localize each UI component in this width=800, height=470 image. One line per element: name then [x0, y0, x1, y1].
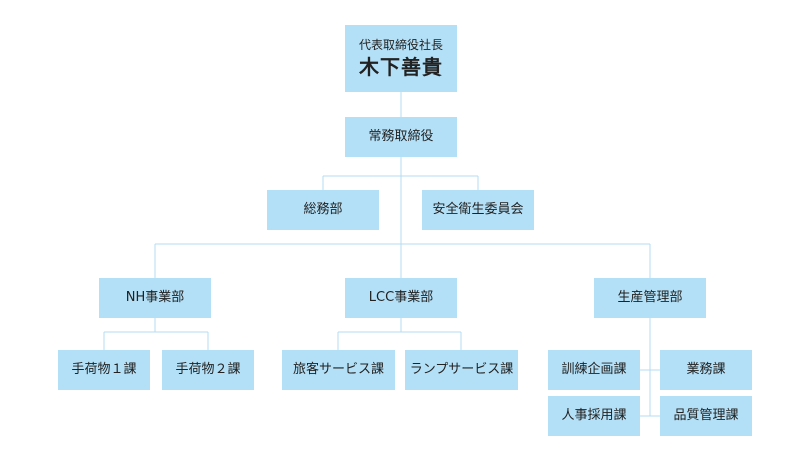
baggage-section-1-box: 手荷物１課 — [58, 350, 150, 390]
quality-control-box: 品質管理課 — [660, 396, 752, 436]
safety-committee-box: 安全衛生委員会 — [422, 190, 534, 230]
production-division-box: 生産管理部 — [594, 278, 706, 318]
business-section-box: 業務課 — [660, 350, 752, 390]
ceo-name: 木下善貴 — [359, 55, 443, 80]
training-planning-box: 訓練企画課 — [548, 350, 640, 390]
lcc-division-box: LCC事業部 — [345, 278, 457, 318]
hr-recruitment-box: 人事採用課 — [548, 396, 640, 436]
ceo-box: 代表取締役社長 木下善貴 — [345, 25, 457, 92]
nh-division-box: NH事業部 — [99, 278, 211, 318]
baggage-section-2-box: 手荷物２課 — [162, 350, 254, 390]
passenger-service-box: 旅客サービス課 — [282, 350, 395, 390]
ramp-service-box: ランプサービス課 — [405, 350, 518, 390]
managing-director-box: 常務取締役 — [345, 117, 457, 157]
general-affairs-box: 総務部 — [267, 190, 379, 230]
ceo-title: 代表取締役社長 — [358, 37, 443, 52]
